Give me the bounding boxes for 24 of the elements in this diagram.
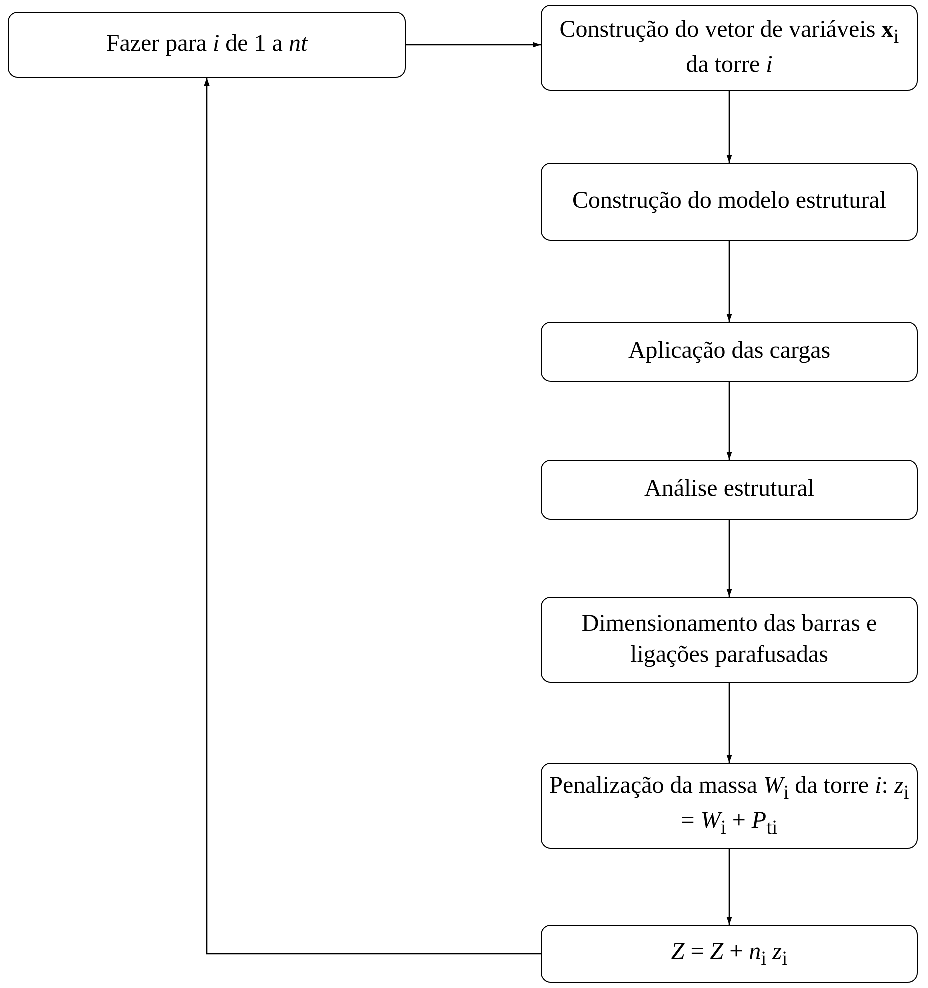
- box-label: Aplicação das cargas: [628, 337, 831, 366]
- box-label: Z = Z + n$_{i}$ z$_{i}$: [671, 938, 788, 972]
- arrow: [726, 520, 732, 597]
- process-box: [541, 763, 918, 849]
- arrow: [726, 91, 732, 163]
- arrow: [726, 382, 732, 460]
- arrow: [406, 42, 541, 48]
- arrow: [726, 241, 732, 322]
- box-label: Construção do vetor de variáveis x$_{i}$ da torre i: [558, 16, 900, 80]
- process-box: [541, 460, 918, 520]
- box-label: Análise estrutural: [644, 475, 814, 504]
- process-box: [541, 163, 918, 241]
- box-label: Construção do modelo estrutural: [572, 187, 886, 216]
- arrow: [726, 849, 732, 925]
- process-box: [541, 925, 918, 983]
- box-label: Fazer para i de 1 a nt: [106, 30, 308, 60]
- process-box: [541, 322, 918, 382]
- process-box: [8, 12, 406, 78]
- box-label: Dimensionamento das barras e ligações parafusadas: [580, 610, 878, 670]
- arrow: [204, 78, 541, 955]
- box-label: Penalização da massa W$_{i}$ da torre i: z$_{i}$ = W$_{i}$ + P$_{ti}$: [548, 772, 910, 841]
- arrow: [726, 683, 732, 763]
- process-box: [541, 5, 918, 91]
- process-box: [541, 597, 918, 683]
